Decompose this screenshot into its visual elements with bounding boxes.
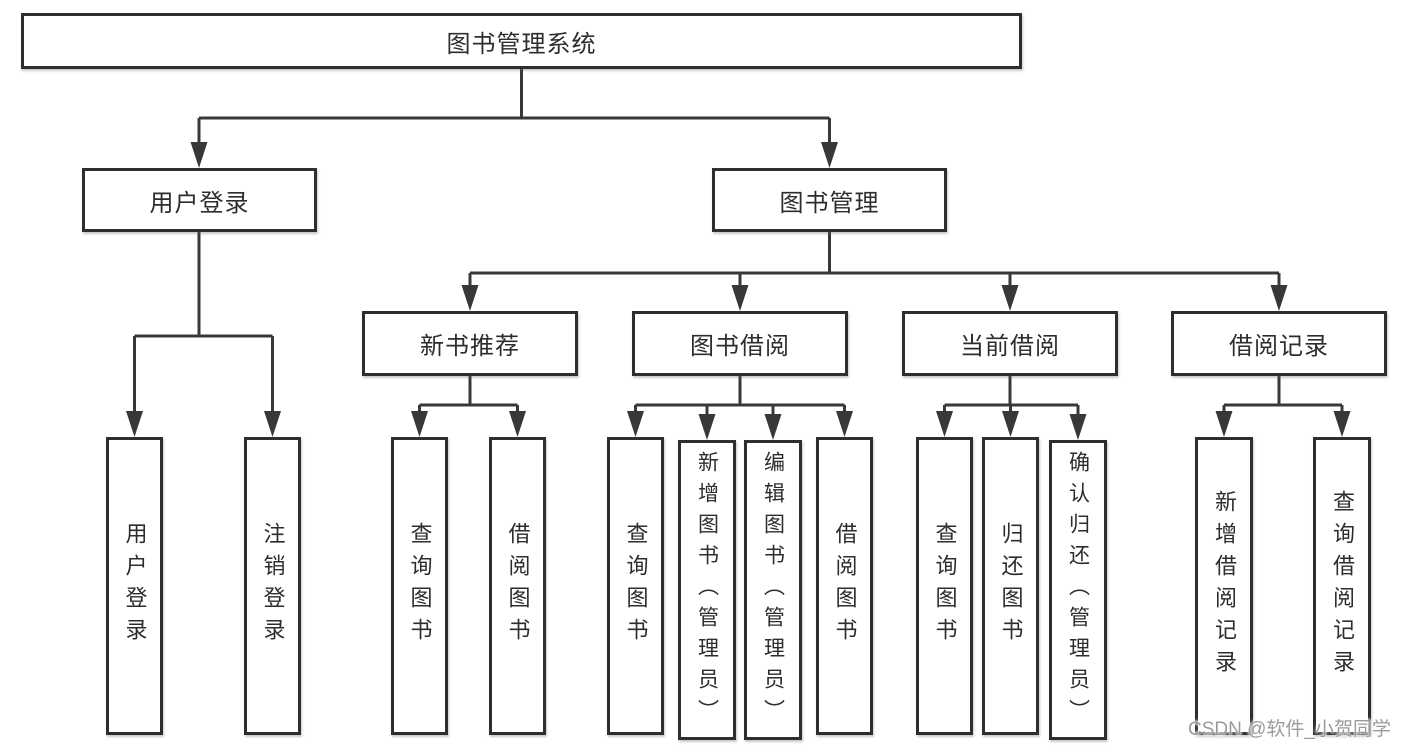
leaf-confirm-return-admin: 确认归还（管理员） <box>1049 440 1107 740</box>
node-label: 借阅记录 <box>1229 333 1329 360</box>
node-library-system: 图书管理系统 <box>21 13 1022 69</box>
leaf-edit-book-admin: 编辑图书（管理员） <box>744 440 802 740</box>
node-label: 用户登录 <box>149 189 250 217</box>
node-label: 查询借阅记录 <box>1330 490 1355 682</box>
leaf-logout: 注销登录 <box>244 437 301 735</box>
node-book-management: 图书管理 <box>712 168 947 232</box>
node-label: 归还图书 <box>998 522 1024 650</box>
node-label: 借阅图书 <box>505 522 531 650</box>
node-user-login-group: 用户登录 <box>82 168 317 232</box>
node-label: 查询图书 <box>623 522 649 650</box>
node-label: 确认归还（管理员） <box>1066 450 1090 730</box>
csdn-watermark: CSDN @软件_小贺同学 <box>1188 719 1391 740</box>
node-new-book-recommend: 新书推荐 <box>362 311 578 376</box>
node-label: 注销登录 <box>260 522 286 650</box>
leaf-borrow-books-borrowing: 借阅图书 <box>816 437 873 735</box>
leaf-add-book-admin: 新增图书（管理员） <box>678 440 736 740</box>
node-label: 新书推荐 <box>420 333 520 360</box>
node-label: 图书管理系统 <box>446 30 597 58</box>
node-label: 用户登录 <box>122 522 148 650</box>
node-label: 当前借阅 <box>960 333 1060 360</box>
node-label: 查询图书 <box>407 522 433 650</box>
node-label: 查询图书 <box>932 522 958 650</box>
leaf-borrow-books-recommend: 借阅图书 <box>489 437 546 735</box>
leaf-query-books-current: 查询图书 <box>916 437 973 735</box>
node-current-borrowing: 当前借阅 <box>902 311 1118 376</box>
leaf-query-borrow-record: 查询借阅记录 <box>1313 437 1371 735</box>
node-label: 图书管理 <box>779 189 880 217</box>
node-borrow-records: 借阅记录 <box>1171 311 1387 376</box>
leaf-add-borrow-record: 新增借阅记录 <box>1195 437 1253 735</box>
node-label: 借阅图书 <box>832 522 858 650</box>
leaf-query-books-recommend: 查询图书 <box>391 437 448 735</box>
leaf-user-login: 用户登录 <box>106 437 163 735</box>
node-label: 图书借阅 <box>690 333 790 360</box>
node-label: 新增图书（管理员） <box>695 450 719 730</box>
node-label: 编辑图书（管理员） <box>761 450 785 730</box>
leaf-return-books: 归还图书 <box>982 437 1039 735</box>
node-book-borrowing: 图书借阅 <box>632 311 848 376</box>
node-label: 新增借阅记录 <box>1212 490 1237 682</box>
leaf-query-books-borrowing: 查询图书 <box>607 437 664 735</box>
